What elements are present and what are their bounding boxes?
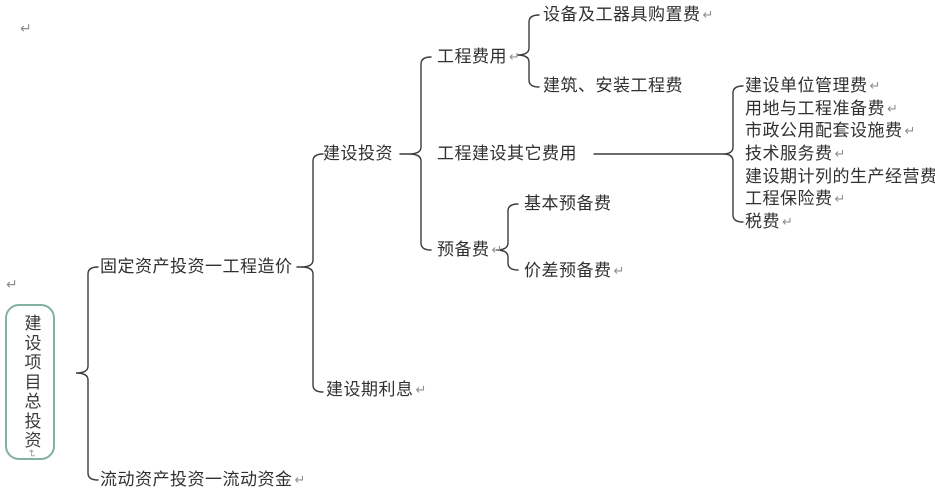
return-mark-icon: ↵: [294, 472, 306, 487]
label-text: 建设期利息: [326, 380, 414, 399]
brace-reserve: [495, 203, 519, 271]
label-other-item: 建设单位管理费↵: [745, 75, 881, 97]
label-other-item: 工程保险费↵: [745, 188, 846, 210]
label-price-difference-reserve-fee: 价差预备费↵: [524, 260, 625, 282]
label-basic-reserve-fee: 基本预备费: [524, 193, 612, 215]
label-text: 工程建设其它费用: [437, 144, 577, 163]
return-mark-icon: ↵: [887, 101, 899, 116]
label-text: 建设期计列的生产经营费: [745, 167, 935, 186]
label-text: 建设单位管理费: [745, 76, 868, 95]
brace-engineering-cost: [516, 14, 540, 88]
label-other-item: 技术服务费↵: [745, 143, 846, 165]
brace-level3: [408, 56, 432, 251]
return-mark-icon: ↵: [20, 20, 32, 36]
label-other-construction-cost: 工程建设其它费用: [437, 143, 577, 165]
root-node-box: 建设项目总投资 ↵: [5, 304, 55, 460]
label-text: 工程保险费: [745, 189, 833, 208]
return-mark-icon: ↵: [613, 263, 625, 278]
label-text: 预备费: [437, 240, 490, 259]
return-mark-icon: ↵: [25, 448, 38, 459]
label-text: 税费: [745, 212, 780, 231]
return-mark-icon: ↵: [702, 7, 714, 22]
brace-other-cost: [722, 85, 744, 223]
label-text: 基本预备费: [524, 194, 612, 213]
label-equipment-purchase-fee: 设备及工器具购置费↵: [543, 4, 714, 26]
label-reserve-fee: 预备费↵: [437, 239, 503, 261]
return-mark-icon: ↵: [491, 242, 503, 257]
label-construction-interest: 建设期利息↵: [326, 379, 427, 401]
return-mark-icon: ↵: [834, 191, 846, 206]
label-other-item: 市政公用配套设施费↵: [745, 120, 916, 142]
return-mark-icon: ↵: [415, 382, 427, 397]
label-current-asset-investment: 流动资产投资一流动资金↵: [100, 469, 306, 491]
label-text: 流动资产投资一流动资金: [100, 470, 293, 489]
label-text: 用地与工程准备费: [745, 99, 885, 118]
label-text: 工程费用: [437, 47, 507, 66]
label-text: 设备及工器具购置费: [543, 5, 701, 24]
brace-level1: [75, 266, 99, 481]
return-mark-icon: ↵: [904, 123, 916, 138]
label-construction-investment: 建设投资: [323, 143, 393, 165]
label-engineering-cost: 工程费用↵: [437, 46, 520, 68]
label-other-item: 建设期计列的生产经营费↵: [745, 166, 935, 188]
label-building-installation-fee: 建筑、安装工程费: [543, 75, 683, 97]
label-text: 建筑、安装工程费: [543, 76, 683, 95]
return-mark-icon: ↵: [869, 78, 881, 93]
return-mark-icon: ↵: [834, 146, 846, 161]
return-mark-icon: ↵: [509, 49, 521, 64]
label-text: 技术服务费: [745, 144, 833, 163]
label-text: 价差预备费: [524, 261, 612, 280]
label-text: 市政公用配套设施费: [745, 121, 903, 140]
brace-level2: [300, 153, 324, 393]
label-text: 固定资产投资一工程造价: [100, 257, 293, 276]
label-other-item: 税费↵: [745, 211, 793, 233]
label-text: 建设投资: [323, 144, 393, 163]
return-mark-icon: ↵: [782, 214, 794, 229]
label-fixed-asset-investment: 固定资产投资一工程造价: [100, 256, 293, 278]
return-mark-icon: ↵: [6, 276, 18, 292]
label-other-item: 用地与工程准备费↵: [745, 98, 898, 120]
root-node-label: 建设项目总投资: [24, 314, 42, 450]
